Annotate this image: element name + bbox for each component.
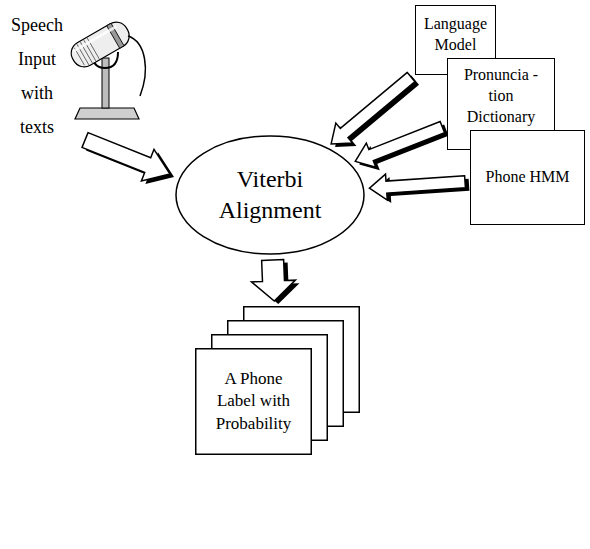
arrow-body (369, 174, 465, 200)
output-stack: A Phone Label with Probability (195, 306, 360, 455)
microphone-illustration (67, 18, 145, 119)
arrow-body (355, 122, 444, 168)
block-arrow (355, 122, 448, 171)
mic-base (75, 108, 139, 119)
mic-body (67, 18, 134, 72)
arrow-body (82, 133, 170, 181)
input-arrow (82, 133, 174, 184)
block-arrow (251, 260, 299, 304)
process-ellipse: Viterbi Alignment (175, 135, 365, 255)
node-text: Pronuncia -tion Dictionary (454, 65, 548, 127)
front-page-text-area: A Phone Label with Probability (195, 348, 312, 455)
arrow-body (251, 260, 295, 301)
node-text: Language Model (424, 14, 487, 56)
arrow-body (331, 72, 415, 143)
node-text: Viterbi Alignment (208, 164, 333, 226)
resource-box: Phone HMM (470, 130, 585, 225)
input-label: Speech Input with texts (4, 8, 70, 144)
ellipse-text-area: Viterbi Alignment (208, 164, 333, 226)
block-arrow (369, 174, 469, 203)
mic-cable (128, 36, 145, 96)
mic-pole (102, 58, 109, 108)
node-text: A Phone Label with Probability (203, 368, 304, 434)
ellipse-outline (175, 135, 365, 255)
node-text: Phone HMM (485, 167, 569, 188)
page-outline (196, 349, 312, 455)
ellipse-shape (176, 136, 364, 254)
